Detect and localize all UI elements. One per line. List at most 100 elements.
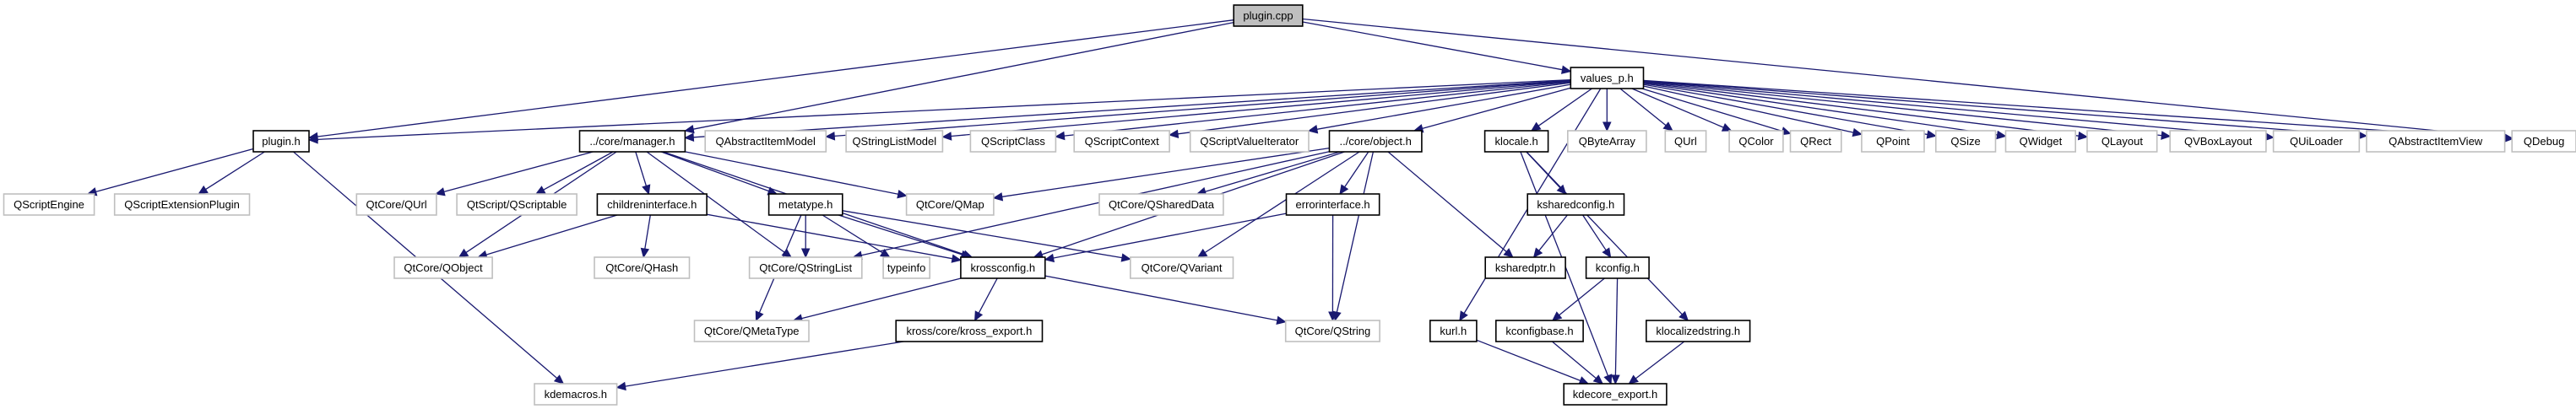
- node-label: metatype.h: [778, 198, 832, 211]
- edge-values_p_h-to-QUrl: [1619, 88, 1667, 126]
- arrowhead-QtCore_QMetaType: [755, 310, 764, 322]
- node-label: values_p.h: [1581, 72, 1634, 84]
- node-klocale-h[interactable]: klocale.h: [1483, 130, 1549, 153]
- node-box: [1285, 193, 1380, 216]
- node-qscriptvalueiterator: QScriptValueIterator: [1189, 130, 1310, 153]
- edge-krossconfig_h-to-QtCore_QMetaType: [801, 277, 962, 320]
- node-label: plugin.cpp: [1243, 9, 1293, 22]
- arrowhead-QtCore_QString: [1328, 311, 1337, 322]
- edge-manager_h-to-QtCore_QMap: [685, 151, 898, 195]
- node-kurl-h[interactable]: kurl.h: [1429, 320, 1478, 342]
- arrowhead-QUrl: [1662, 121, 1673, 132]
- node-box: [596, 193, 708, 216]
- edge-ksharedconfig_h-to-ksharedptr_h: [1538, 214, 1568, 251]
- node-ksharedconfig-h[interactable]: ksharedconfig.h: [1527, 193, 1625, 216]
- node-label: typeinfo: [887, 261, 926, 274]
- node-box: [1484, 256, 1566, 279]
- node-box: [1585, 256, 1650, 279]
- node-box: [1073, 130, 1170, 153]
- node-qsize: QSize: [1935, 130, 1997, 153]
- node-qcolor: QColor: [1728, 130, 1784, 153]
- node-qtcore-qstringlist: QtCore/QStringList: [748, 256, 863, 279]
- edge-ksharedconfig_h-to-kconfig_h: [1582, 214, 1607, 251]
- edge-manager_h-to-QtCore_QStringList: [646, 151, 785, 253]
- node-object-h[interactable]: ../core/object.h: [1328, 130, 1423, 153]
- arrowhead-QColor: [1721, 122, 1733, 132]
- node-box: [1098, 193, 1224, 216]
- node-label: QScriptValueIterator: [1200, 135, 1299, 148]
- node-box: [2086, 130, 2158, 153]
- node-label: errorinterface.h: [1296, 198, 1370, 211]
- edge-values_p_h-to-QRect: [1641, 88, 1783, 132]
- node-manager-h[interactable]: ../core/manager.h: [578, 130, 686, 153]
- edge-metatype_h-to-krossconfig_h: [838, 214, 963, 256]
- node-kdecore-export-h[interactable]: kdecore_export.h: [1563, 383, 1668, 406]
- node-qdebug: QDebug: [2511, 130, 2576, 153]
- node-metatype-h[interactable]: metatype.h: [767, 193, 843, 216]
- arrowhead-kconfig_h: [1602, 247, 1612, 259]
- node-kconfig-h[interactable]: kconfig.h: [1585, 256, 1650, 279]
- edge-object_h-to-ksharedptr_h: [1387, 151, 1507, 252]
- edge-kconfigbase_h-to-kdecore_export_h: [1551, 341, 1597, 379]
- node-kdemacros-h: kdemacros.h: [534, 383, 618, 406]
- node-box: [456, 193, 578, 216]
- node-box: [960, 256, 1046, 279]
- arrowhead-kdemacros_h: [553, 374, 565, 385]
- edge-plugin_h-to-QScriptEngine: [95, 148, 254, 193]
- node-box: [393, 256, 493, 279]
- edge-values_p_h-to-plugin_h: [317, 78, 1571, 141]
- node-label: QWidget: [2020, 135, 2063, 148]
- node-kconfigbase-h[interactable]: kconfigbase.h: [1495, 320, 1584, 342]
- node-values-p-h[interactable]: values_p.h: [1570, 67, 1645, 89]
- edge-object_h-to-QtCore_QSharedData: [1205, 151, 1341, 192]
- node-qtcore-qmap: QtCore/QMap: [905, 193, 995, 216]
- edge-values_p_h-to-QPoint: [1643, 85, 1854, 133]
- node-box: [1935, 130, 1997, 153]
- arrowhead-krossconfig_h: [951, 254, 963, 263]
- node-klocalizedstring-h[interactable]: klocalizedstring.h: [1646, 320, 1751, 342]
- node-qtcore-qurl: QtCore/QUrl: [355, 193, 437, 216]
- node-qrect: QRect: [1789, 130, 1842, 153]
- node-errorinterface-h[interactable]: errorinterface.h: [1285, 193, 1380, 216]
- node-qtcore-qmetatype: QtCore/QMetaType: [693, 320, 810, 342]
- node-ksharedptr-h[interactable]: ksharedptr.h: [1484, 256, 1566, 279]
- arrowhead-kurl_h: [1459, 310, 1468, 322]
- node-label: QScriptEngine: [14, 198, 84, 211]
- node-label: QScriptClass: [981, 135, 1045, 148]
- edge-values_p_h-to-object_h: [1422, 87, 1571, 130]
- arrowhead-values_p_h: [1560, 65, 1572, 74]
- arrowhead-QtCore_QVariant: [1120, 253, 1132, 262]
- node-box: [845, 130, 944, 153]
- node-label: QtCore/QMetaType: [704, 325, 800, 337]
- node-qtcore-qstring: QtCore/QString: [1284, 320, 1380, 342]
- node-box: [1563, 383, 1668, 406]
- node-box: [2272, 130, 2361, 153]
- node-label: kdemacros.h: [545, 388, 607, 401]
- node-box: [1570, 67, 1645, 89]
- node-plugin-h[interactable]: plugin.h: [252, 130, 310, 153]
- node-box: [2366, 130, 2506, 153]
- node-qscriptcontext: QScriptContext: [1073, 130, 1170, 153]
- arrowhead-QScriptContext: [1168, 129, 1180, 139]
- arrowhead-QWidget: [1996, 130, 2007, 140]
- edge-values_p_h-to-QLayout: [1643, 82, 2080, 137]
- edge-metatype_h-to-typeinfo: [822, 214, 883, 254]
- node-plugin-cpp[interactable]: plugin.cpp: [1233, 4, 1304, 27]
- edge-krossconfig_h-to-kross_export_h: [978, 277, 998, 314]
- node-kross-export-h[interactable]: kross/core/kross_export.h: [895, 320, 1044, 342]
- node-label: QtCore/QObject: [404, 261, 483, 274]
- node-label: QtCore/QUrl: [366, 198, 426, 211]
- node-label: QLayout: [2101, 135, 2144, 148]
- arrowhead-kdecore_export_h: [1603, 374, 1613, 385]
- node-box: [252, 130, 310, 153]
- node-qtcore-qshareddata: QtCore/QSharedData: [1098, 193, 1224, 216]
- node-box: [1728, 130, 1784, 153]
- edge-values_p_h-to-manager_h: [693, 79, 1571, 138]
- node-childreninterface-h[interactable]: childreninterface.h: [596, 193, 708, 216]
- edge-klocalizedstring_h-to-kdecore_export_h: [1635, 341, 1685, 379]
- node-label: kconfigbase.h: [1505, 325, 1573, 337]
- node-label: QVBoxLayout: [2184, 135, 2253, 148]
- node-box: [1483, 130, 1549, 153]
- node-label: QUrl: [1674, 135, 1697, 148]
- node-krossconfig-h[interactable]: krossconfig.h: [960, 256, 1046, 279]
